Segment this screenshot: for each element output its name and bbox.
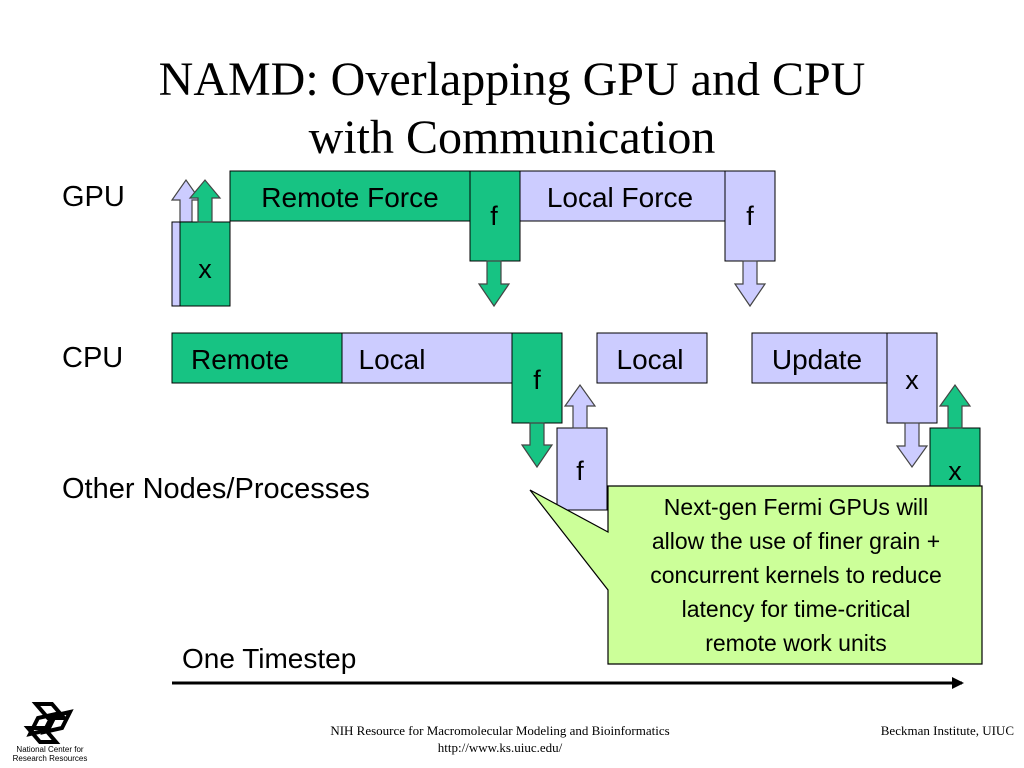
gpu-local-force-label: Local Force xyxy=(547,182,693,213)
other-f-block xyxy=(556,427,608,511)
cpu-f-block xyxy=(511,332,563,424)
slide-title-line1: NAMD: Overlapping GPU and CPU xyxy=(158,53,866,106)
cpu-remote-block xyxy=(171,332,343,384)
gpu-x-label: x xyxy=(198,254,212,284)
gpu-f-label-1: f xyxy=(490,201,498,231)
gpu-local-force-block xyxy=(519,170,726,222)
gpu-remote-force-block xyxy=(229,170,471,222)
cpu-f-down-arrow xyxy=(520,422,554,469)
cpu-f-label: f xyxy=(533,365,541,395)
footer-beckman: Beckman Institute, UIUC xyxy=(880,723,1014,738)
cpu-x-label: x xyxy=(905,365,919,395)
fermi-callout-box xyxy=(529,485,983,665)
cpu-local-block-2 xyxy=(596,332,708,384)
cpu-local-label-2: Local xyxy=(617,344,684,375)
gpu-f-down-arrow-1 xyxy=(477,260,511,308)
cpu-local-label-1: Local xyxy=(359,344,426,375)
fermi-callout-text: Next-gen Fermi GPUs will allow the use o… xyxy=(610,490,982,660)
footer-nih-resource: NIH Resource for Macromolecular Modeling… xyxy=(330,723,670,738)
ncrr-logo: National Center for Research Resources xyxy=(13,702,88,763)
row-label-gpu: GPU xyxy=(62,181,125,213)
cpu-x-down-arrow xyxy=(895,422,929,469)
gpu-x-up-arrow-back xyxy=(170,178,202,223)
gpu-remote-force-label: Remote Force xyxy=(261,182,438,213)
gpu-x-block xyxy=(179,221,231,307)
cpu-remote-label: Remote xyxy=(191,344,289,375)
slide-title-line2: with Communication xyxy=(308,111,716,164)
other-x-up-arrow xyxy=(938,383,972,429)
logo-text-line2: Research Resources xyxy=(13,754,88,763)
gpu-f-label-2: f xyxy=(746,201,754,231)
logo-text-line1: National Center for xyxy=(16,745,83,754)
timestep-label: One Timestep xyxy=(182,643,356,674)
footer-url: http://www.ks.uiuc.edu/ xyxy=(437,740,563,755)
callout-line-4: latency for time-critical xyxy=(681,596,911,622)
cpu-local-block-1 xyxy=(341,332,513,384)
gpu-x-up-arrow xyxy=(188,179,222,223)
callout-line-5: remote work units xyxy=(705,630,887,656)
cpu-update-block xyxy=(751,332,888,384)
other-x-label: x xyxy=(948,456,962,486)
other-f-up-arrow xyxy=(563,383,597,429)
callout-line-3: concurrent kernels to reduce xyxy=(650,562,942,588)
other-f-label: f xyxy=(576,456,584,486)
gpu-f-block-2 xyxy=(724,170,776,262)
gpu-f-down-arrow-2 xyxy=(733,260,767,308)
callout-line-1: Next-gen Fermi GPUs will xyxy=(663,494,929,520)
row-label-cpu: CPU xyxy=(62,342,124,374)
cpu-update-label: Update xyxy=(772,344,862,375)
cpu-x-block xyxy=(886,332,938,424)
callout-line-2: allow the use of finer grain + xyxy=(651,528,941,554)
row-label-other-nodes: Other Nodes/Processes xyxy=(62,473,370,505)
